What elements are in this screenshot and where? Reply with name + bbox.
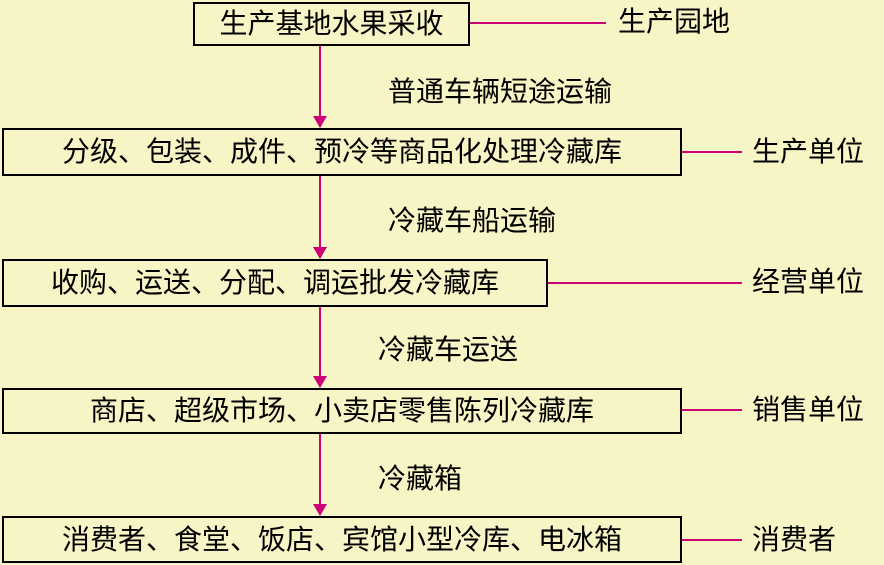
role-label-3: 经营单位 <box>752 265 865 298</box>
stage-box-consumer: 消费者、食堂、饭店、宾馆小型冷库、电冰箱 <box>2 516 682 563</box>
transport-label-2: 冷藏车船运输 <box>388 204 557 237</box>
transport-label-3: 冷藏车运送 <box>378 333 519 366</box>
stage-box-retail: 商店、超级市场、小卖店零售陈列冷藏库 <box>2 388 682 434</box>
role-label-5: 消费者 <box>752 523 837 556</box>
role-label-1: 生产园地 <box>618 5 731 38</box>
transport-label-4: 冷藏箱 <box>378 462 463 495</box>
stage-box-wholesale: 收购、运送、分配、调运批发冷藏库 <box>2 259 548 307</box>
role-label-4: 销售单位 <box>752 393 865 426</box>
role-label-2: 生产单位 <box>752 135 865 168</box>
stage-box-harvest: 生产基地水果采收 <box>193 2 470 46</box>
transport-label-1: 普通车辆短途运输 <box>388 75 613 108</box>
stage-box-processing: 分级、包装、成件、预冷等商品化处理冷藏库 <box>2 128 682 176</box>
